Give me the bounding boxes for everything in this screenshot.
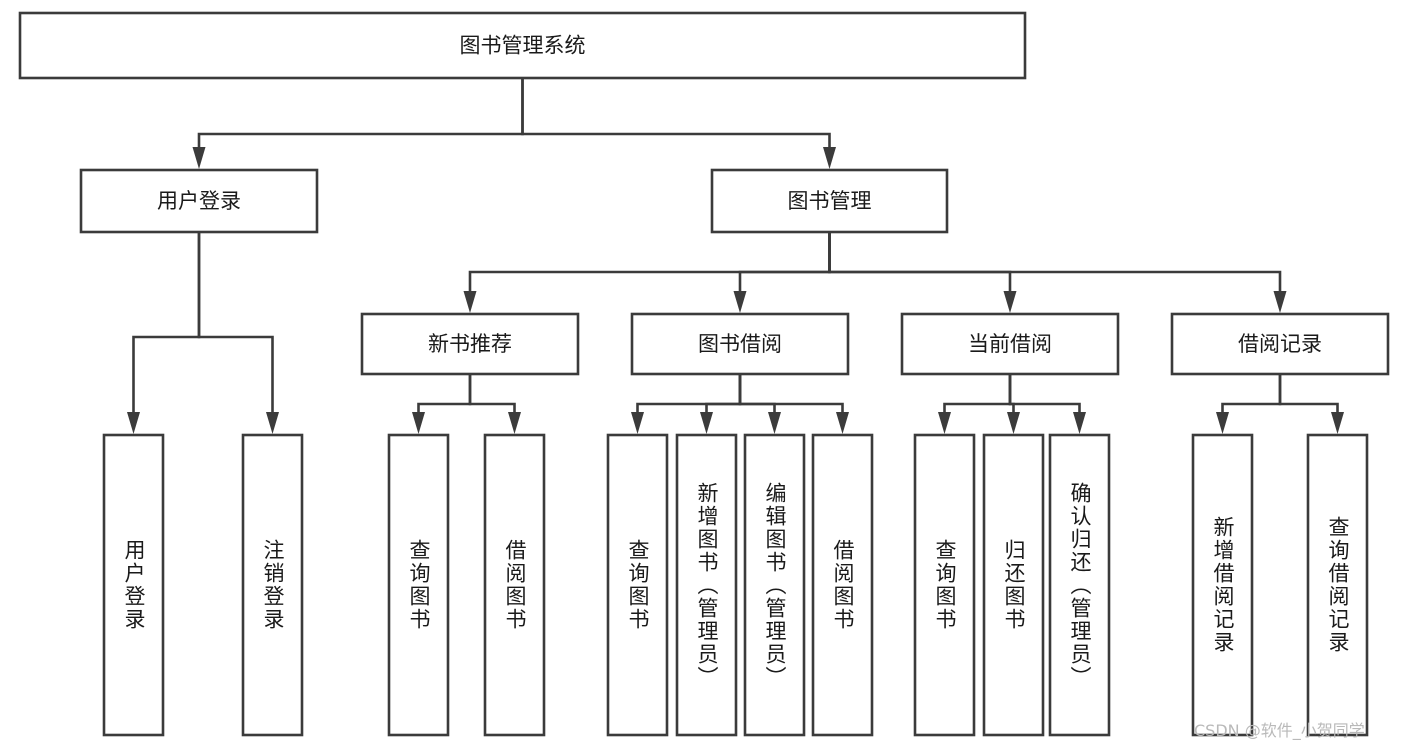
node-box-leaf-add-record[interactable] xyxy=(1191,433,1254,737)
arrow-head-icon xyxy=(1273,291,1287,313)
node-box-leaf-edit-book[interactable] xyxy=(743,433,806,737)
node-box-borrow-record[interactable] xyxy=(1170,312,1390,376)
connector-line xyxy=(738,372,776,414)
node-label-new-book-rec: 新书推荐 xyxy=(428,332,512,356)
node-box-leaf-add-book[interactable] xyxy=(675,433,738,737)
node-box-leaf-user-login[interactable] xyxy=(102,433,165,737)
arrow-head-icon xyxy=(631,412,644,434)
edges-layer xyxy=(127,76,1344,434)
arrow-head-icon xyxy=(1007,412,1020,434)
arrow-head-icon xyxy=(127,412,140,434)
node-box-new-book-rec[interactable] xyxy=(360,312,580,376)
node-label-book-manage: 图书管理 xyxy=(788,189,872,213)
connector-line xyxy=(1008,372,1081,414)
boxes-layer xyxy=(18,11,1390,737)
node-box-leaf-query-book-rec[interactable] xyxy=(387,433,450,737)
arrow-head-icon xyxy=(412,412,425,434)
arrow-head-icon xyxy=(192,147,206,169)
node-label-book-borrow: 图书借阅 xyxy=(698,332,782,356)
arrow-head-icon xyxy=(700,412,713,434)
node-box-book-borrow[interactable] xyxy=(630,312,850,376)
node-label-borrow-record: 借阅记录 xyxy=(1238,332,1322,356)
arrow-head-icon xyxy=(1073,412,1086,434)
connector-line xyxy=(828,230,1012,293)
node-label-user-login: 用户登录 xyxy=(157,189,241,213)
connector-line xyxy=(738,230,831,293)
connector-line xyxy=(521,76,831,149)
node-box-leaf-query-book-cur[interactable] xyxy=(913,433,976,737)
node-box-book-manage[interactable] xyxy=(710,168,949,234)
node-box-leaf-return-book[interactable] xyxy=(982,433,1045,737)
node-label-root: 图书管理系统 xyxy=(460,34,586,58)
node-box-leaf-confirm-return[interactable] xyxy=(1048,433,1111,737)
arrow-head-icon xyxy=(508,412,521,434)
node-box-leaf-borrow-book[interactable] xyxy=(811,433,874,737)
connector-line xyxy=(468,230,831,293)
connector-line xyxy=(1278,372,1339,414)
arrow-head-icon xyxy=(938,412,951,434)
node-box-leaf-borrow-book-rec[interactable] xyxy=(483,433,546,737)
connector-line xyxy=(828,230,1282,293)
connector-line xyxy=(132,230,201,414)
connector-line xyxy=(738,372,844,414)
connector-line xyxy=(468,372,516,414)
node-box-leaf-query-book-borrow[interactable] xyxy=(606,433,669,737)
connector-line xyxy=(417,372,472,414)
arrow-head-icon xyxy=(733,291,747,313)
arrow-head-icon xyxy=(823,147,836,169)
node-box-root[interactable] xyxy=(18,11,1027,80)
arrow-head-icon xyxy=(1003,291,1017,313)
arrow-head-icon xyxy=(836,412,849,434)
connector-line xyxy=(943,372,1012,414)
node-label-current-borrow: 当前借阅 xyxy=(968,332,1052,356)
connector-line xyxy=(705,372,742,414)
node-box-user-login[interactable] xyxy=(79,168,319,234)
arrow-head-icon xyxy=(266,412,279,434)
connector-line xyxy=(636,372,742,414)
connector-line xyxy=(197,230,274,414)
node-box-current-borrow[interactable] xyxy=(900,312,1120,376)
connector-line xyxy=(1221,372,1282,414)
connector-line xyxy=(197,76,524,149)
arrow-head-icon xyxy=(1216,412,1229,434)
arrow-head-icon xyxy=(768,412,781,434)
node-box-leaf-query-record[interactable] xyxy=(1306,433,1369,737)
arrow-head-icon xyxy=(463,291,477,313)
node-box-leaf-logout[interactable] xyxy=(241,433,304,737)
arrow-head-icon xyxy=(1331,412,1344,434)
